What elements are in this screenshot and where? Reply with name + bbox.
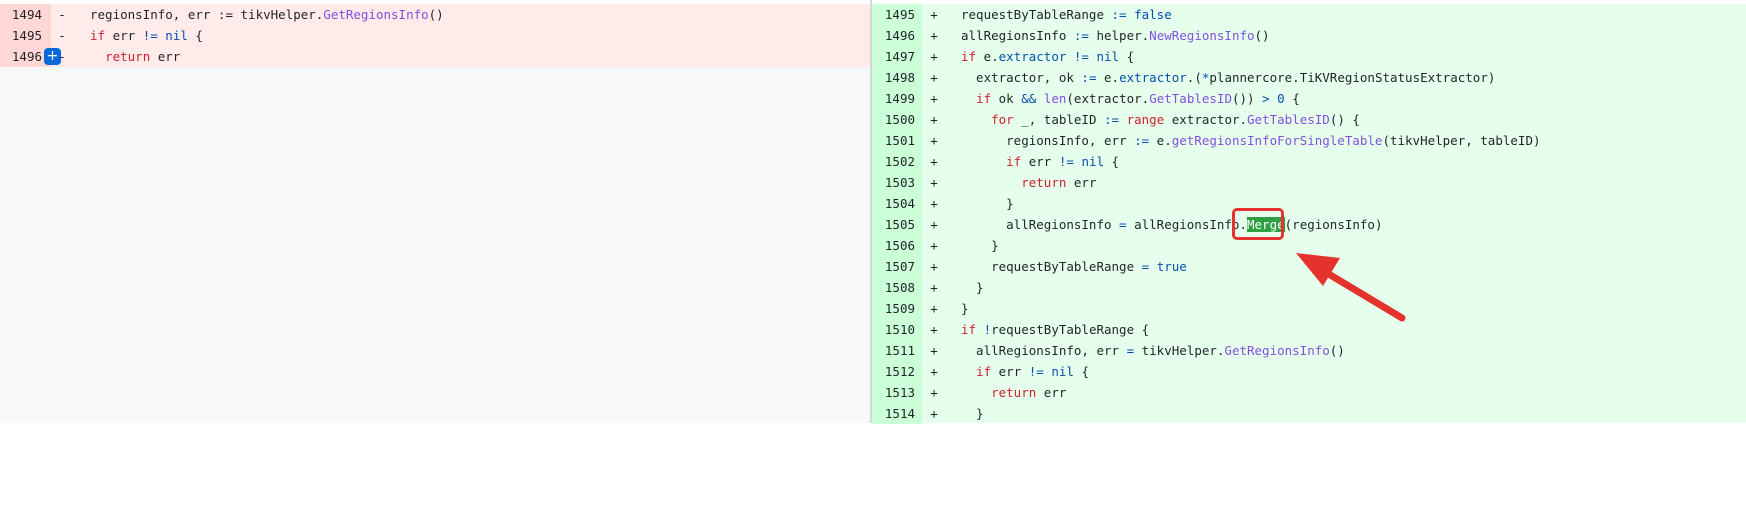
diff-line-added: 1507 + requestByTableRange = true xyxy=(872,256,1746,277)
diff-sign: + xyxy=(930,406,938,421)
diff-sign: + xyxy=(930,70,938,85)
line-number[interactable]: 1494 xyxy=(0,4,51,25)
diff-line-deleted: 1494 - regionsInfo, err := tikvHelper.Ge… xyxy=(0,4,870,25)
diff-sign: - xyxy=(58,28,66,43)
diff-sign: + xyxy=(930,133,938,148)
diff-sign: + xyxy=(930,112,938,127)
code-text: if err != nil { xyxy=(90,28,203,43)
code-text: for _, tableID := range extractor.GetTab… xyxy=(991,112,1360,127)
line-number[interactable]: 1502 xyxy=(872,151,922,172)
line-number[interactable]: 1498 xyxy=(872,67,922,88)
diff-sign: + xyxy=(930,343,938,358)
diff-sign: + xyxy=(930,364,938,379)
code-text: if err != nil { xyxy=(976,364,1089,379)
code-text: extractor, ok := e.extractor.(*plannerco… xyxy=(961,70,1496,85)
diff-line-added: 1513 + return err xyxy=(872,382,1746,403)
code-text: allRegionsInfo := helper.NewRegionsInfo(… xyxy=(961,28,1270,43)
line-number[interactable]: 1511 xyxy=(872,340,922,361)
code-text: return err xyxy=(105,49,181,64)
diff-line-added: 1514 + } xyxy=(872,403,1746,424)
line-number[interactable]: 1512 xyxy=(872,361,922,382)
diff-line-added: 1501 + regionsInfo, err := e.getRegionsI… xyxy=(872,130,1746,151)
diff-line-added: 1509 + } xyxy=(872,298,1746,319)
code-text: regionsInfo, err := e.getRegionsInfoForS… xyxy=(961,133,1541,148)
diff-sign: + xyxy=(930,385,938,400)
code-text: } xyxy=(961,196,1014,211)
line-number[interactable]: 1508 xyxy=(872,277,922,298)
code-text: return err xyxy=(991,385,1067,400)
line-number[interactable]: 1495 xyxy=(872,4,922,25)
code-text: if err != nil { xyxy=(1006,154,1120,169)
diff-line-added: 1502 + if err != nil { xyxy=(872,151,1746,172)
diff-sign: + xyxy=(930,49,938,64)
code-text: if ok && len(extractor.GetTablesID()) > … xyxy=(976,91,1300,106)
diff-line-added: 1496 + allRegionsInfo := helper.NewRegio… xyxy=(872,25,1746,46)
diff-right-pane: 1495 + requestByTableRange := false 1496… xyxy=(872,4,1746,424)
diff-line-added: 1495 + requestByTableRange := false xyxy=(872,4,1746,25)
diff-line-added: 1499 + if ok && len(extractor.GetTablesI… xyxy=(872,88,1746,109)
diff-sign: + xyxy=(930,28,938,43)
diff-sign: + xyxy=(930,175,938,190)
line-number[interactable]: 1507 xyxy=(872,256,922,277)
annotation-arrow-icon xyxy=(1296,253,1406,322)
code-text: } xyxy=(961,280,984,295)
merge-highlight: Merge xyxy=(1247,217,1285,232)
diff-sign: + xyxy=(930,91,938,106)
diff-line-added: 1511 + allRegionsInfo, err = tikvHelper.… xyxy=(872,340,1746,361)
diff-line-added: 1512 + if err != nil { xyxy=(872,361,1746,382)
line-number[interactable]: 1513 xyxy=(872,382,922,403)
line-number[interactable]: 1497 xyxy=(872,46,922,67)
line-number[interactable]: 1505 xyxy=(872,214,922,235)
line-number[interactable]: 1495 xyxy=(0,25,51,46)
diff-line-added: 1497 + if e.extractor != nil { xyxy=(872,46,1746,67)
line-number[interactable]: 1504 xyxy=(872,193,922,214)
code-text: } xyxy=(961,301,969,316)
diff-sign: + xyxy=(930,301,938,316)
code-text: if !requestByTableRange { xyxy=(961,322,1150,337)
diff-line-added: 1508 + } xyxy=(872,277,1746,298)
diff-sign: + xyxy=(930,217,938,232)
code-text: allRegionsInfo, err = tikvHelper.GetRegi… xyxy=(961,343,1345,358)
code-text: } xyxy=(961,406,984,421)
diff-line-deleted: 1496 + - return err xyxy=(0,46,870,67)
diff-sign: - xyxy=(58,49,66,64)
line-number[interactable]: 1500 xyxy=(872,109,922,130)
code-text: requestByTableRange = true xyxy=(961,259,1187,274)
diff-line-deleted: 1495 - if err != nil { xyxy=(0,25,870,46)
diff-line-added: 1500 + for _, tableID := range extractor… xyxy=(872,109,1746,130)
diff-line-added: 1506 + } xyxy=(872,235,1746,256)
diff-sign: + xyxy=(930,7,938,22)
diff-sign: - xyxy=(58,7,66,22)
diff-line-added: 1505 + allRegionsInfo = allRegionsInfo.M… xyxy=(872,214,1746,235)
code-text: allRegionsInfo = allRegionsInfo.Merge(re… xyxy=(961,217,1383,232)
line-number[interactable]: 1509 xyxy=(872,298,922,319)
line-number[interactable]: 1496 xyxy=(872,25,922,46)
diff-sign: + xyxy=(930,196,938,211)
code-text: if e.extractor != nil { xyxy=(961,49,1135,64)
code-text: requestByTableRange := false xyxy=(961,7,1172,22)
diff-line-added: 1504 + } xyxy=(872,193,1746,214)
code-text: } xyxy=(961,238,999,253)
line-number[interactable]: 1514 xyxy=(872,403,922,424)
line-number[interactable]: 1510 xyxy=(872,319,922,340)
diff-sign: + xyxy=(930,280,938,295)
line-number[interactable]: 1506 xyxy=(872,235,922,256)
code-text: return err xyxy=(1021,175,1097,190)
diff-sign: + xyxy=(930,238,938,253)
diff-sign: + xyxy=(930,259,938,274)
diff-left-pane: 1494 - regionsInfo, err := tikvHelper.Ge… xyxy=(0,4,870,423)
diff-line-added: 1510 + if !requestByTableRange { xyxy=(872,319,1746,340)
line-number[interactable]: 1499 xyxy=(872,88,922,109)
diff-line-added: 1498 + extractor, ok := e.extractor.(*pl… xyxy=(872,67,1746,88)
pane-divider xyxy=(870,0,872,423)
annotation-highlight-box xyxy=(1232,208,1284,240)
line-number[interactable]: 1496 xyxy=(0,46,51,67)
line-number[interactable]: 1503 xyxy=(872,172,922,193)
line-number[interactable]: 1501 xyxy=(872,130,922,151)
add-comment-button[interactable]: + xyxy=(44,48,61,65)
diff-sign: + xyxy=(930,154,938,169)
diff-line-added: 1503 + return err xyxy=(872,172,1746,193)
code-text: regionsInfo, err := tikvHelper.GetRegion… xyxy=(90,7,444,22)
diff-sign: + xyxy=(930,322,938,337)
